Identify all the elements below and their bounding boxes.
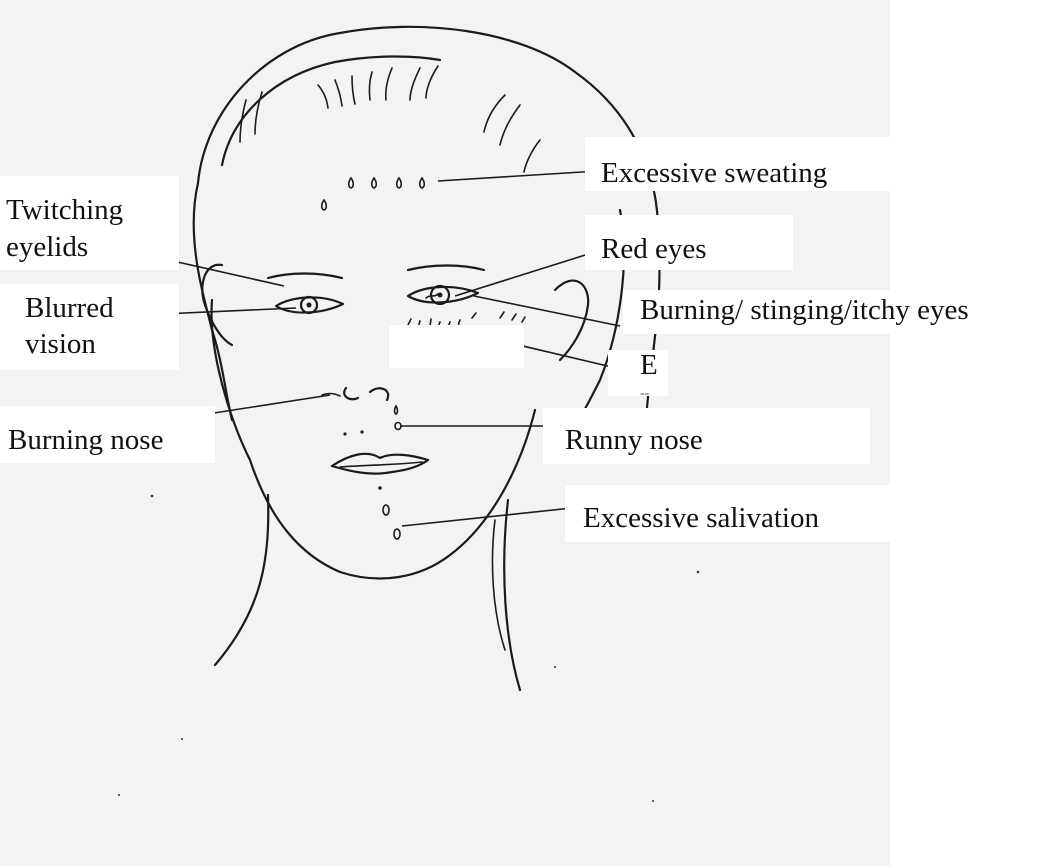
- left-eye: [276, 297, 343, 313]
- label-red-eyes: Red eyes: [601, 233, 707, 265]
- saliva-drops: [378, 486, 400, 539]
- label-excessive-salivation: Excessive salivation: [583, 502, 819, 534]
- label-box-blank: [389, 325, 524, 368]
- label-runny-nose: Runny nose: [565, 424, 703, 456]
- label-dash-mark: --: [640, 387, 649, 401]
- label-e: E: [640, 349, 658, 381]
- leader-excessive-salivation: [402, 508, 572, 526]
- label-twitching-line2: eyelids: [6, 231, 88, 263]
- label-blurred-line1: Blurred: [25, 292, 114, 324]
- right-eye: [408, 286, 478, 304]
- label-burning-eyes: Burning/ stinging/itchy eyes: [640, 294, 969, 326]
- leader-red-eyes: [455, 251, 598, 296]
- neck-shadow: [492, 520, 505, 650]
- left-eyebrow: [268, 274, 342, 279]
- mouth: [332, 454, 428, 474]
- nose-right-nostril: [370, 388, 388, 400]
- label-burning-nose: Burning nose: [8, 424, 163, 456]
- nose-drops: [343, 406, 401, 436]
- leader-burning-nose: [201, 395, 330, 415]
- right-eyebrow: [408, 266, 484, 271]
- label-blurred-line2: vision: [25, 328, 96, 360]
- leader-burning-eyes: [474, 296, 620, 326]
- nose-left-nostril: [344, 388, 358, 399]
- neck-right: [504, 500, 520, 690]
- label-excessive-sweating: Excessive sweating: [601, 157, 827, 189]
- right-ear: [555, 281, 588, 360]
- neck-left: [215, 495, 268, 665]
- leader-excessive-sweating: [438, 171, 598, 181]
- label-twitching-line1: Twitching: [6, 194, 123, 226]
- label-box-e: [608, 350, 668, 396]
- sweat-drops: [322, 178, 425, 210]
